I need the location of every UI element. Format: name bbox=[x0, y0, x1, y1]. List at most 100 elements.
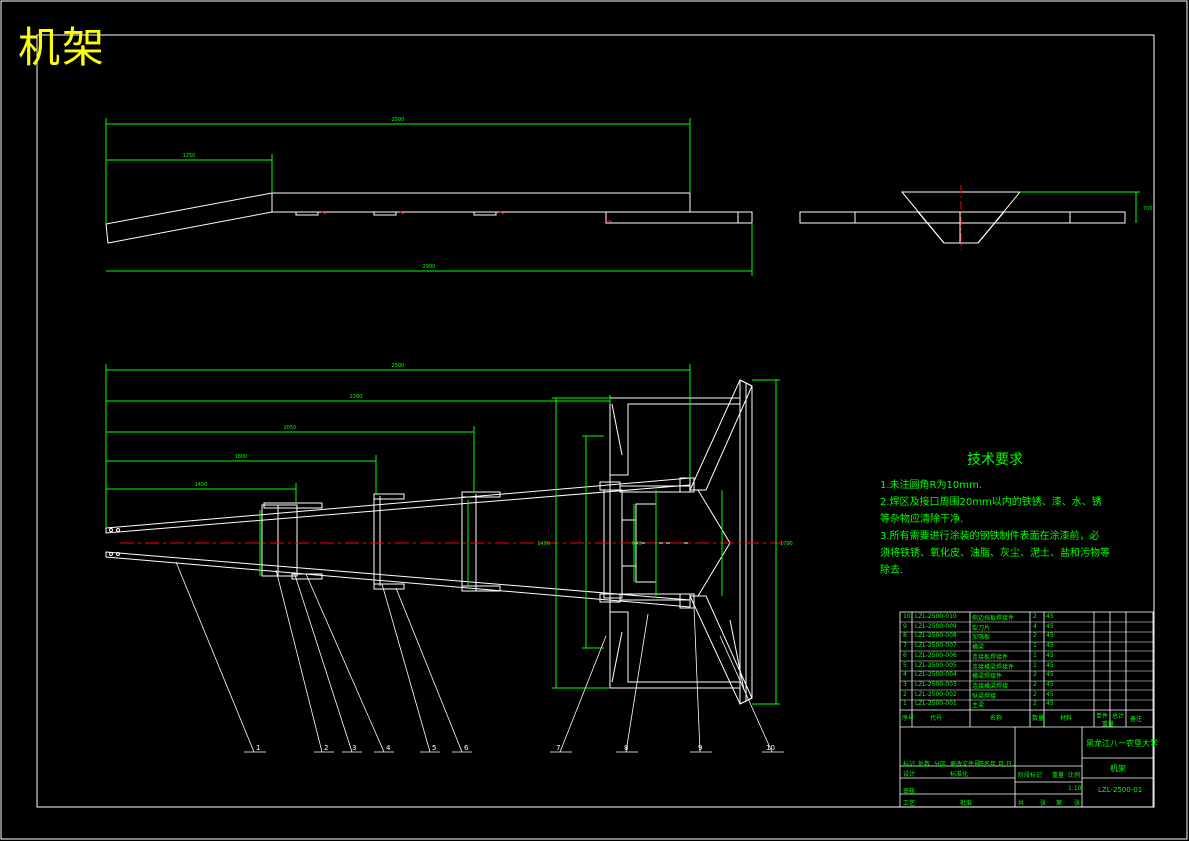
drawing-title: 机架 bbox=[18, 23, 107, 72]
bom-cell-qty: 2 bbox=[1033, 680, 1037, 688]
bom-cell-no: 10 bbox=[903, 613, 911, 620]
leader-lines bbox=[175, 561, 784, 753]
bom-cell-name: 连接横梁焊接件 bbox=[972, 663, 1015, 671]
plan-view bbox=[105, 379, 753, 705]
dim-plan-4: 1800 bbox=[235, 454, 248, 460]
bom-cell-qty: 2 bbox=[1033, 690, 1037, 698]
technical-requirements: 技术要求 1.未注圆角R为10mm. 2.焊区及接口周围20mm以内的铁锈、漆、… bbox=[880, 452, 1110, 579]
sig-sheet-unit-1: 张 bbox=[1040, 800, 1047, 807]
front-dimension bbox=[1020, 191, 1140, 223]
tech-line-5: 须将铁锈、氧化皮、油脂、灰尘、泥土、盐和污物等除去. bbox=[880, 548, 1110, 576]
bom-cell-qty: 2 bbox=[1033, 671, 1037, 679]
bom-cell-code: LZL-2500-006 bbox=[915, 651, 957, 659]
bom-cell-code: LZL-2500-001 bbox=[915, 700, 957, 708]
bom-header-weight: 重量 bbox=[1102, 721, 1115, 728]
sig-date: 年.月.日 bbox=[990, 761, 1012, 768]
part-label-2: 2 bbox=[324, 744, 328, 752]
bom-cell-no: 6 bbox=[903, 651, 907, 659]
bom-header-total: 总计 bbox=[1112, 713, 1125, 720]
sig-mark: 标记 bbox=[903, 761, 916, 768]
dim-front-height: 700 bbox=[1143, 206, 1153, 212]
part-label-8: 8 bbox=[624, 744, 628, 752]
part-label-7: 7 bbox=[556, 744, 560, 752]
bom-cell-code: LZL-2500-008 bbox=[915, 632, 957, 640]
bom-header-code: 代号 bbox=[930, 715, 943, 722]
bom-cell-material: 45 bbox=[1046, 661, 1054, 669]
bom-cell-name: 犁刀片 bbox=[972, 624, 991, 632]
bom-cell-material: 45 bbox=[1046, 622, 1054, 630]
tech-line-4: 3.所有需要进行涂装的钢铁制件表面在涂漆前，必 bbox=[880, 531, 1100, 542]
dim-elev-overall: 2500 bbox=[392, 117, 405, 123]
sig-count: 处数 bbox=[918, 761, 931, 768]
bom-cell-name: 连接板焊接件 bbox=[972, 653, 1009, 661]
dim-plan-3: 2050 bbox=[284, 425, 297, 431]
bom-cell-name: 连接横梁焊接 bbox=[972, 682, 1009, 690]
dim-plan-6: 600 bbox=[632, 541, 642, 547]
bom-cell-no: 5 bbox=[903, 661, 907, 669]
university-name: 黑龙江八一农垦大学 bbox=[1086, 739, 1158, 748]
scale-value: 1:10 bbox=[1068, 785, 1082, 792]
bom-cell-no: 3 bbox=[903, 680, 907, 688]
sig-weight: 重量 bbox=[1052, 772, 1065, 779]
bom-header-qty: 数量 bbox=[1032, 715, 1045, 722]
bom-cell-qty: 1 bbox=[1033, 651, 1037, 659]
bom-cell-material: 45 bbox=[1046, 613, 1054, 620]
sig-zone: 分区 bbox=[934, 761, 947, 768]
bom-cell-material: 45 bbox=[1046, 671, 1054, 679]
bom-cell-code: LZL-2500-010 bbox=[915, 613, 957, 620]
bom-rows bbox=[900, 621, 1153, 701]
bom-cell-material: 45 bbox=[1046, 700, 1054, 708]
bom-cell-code: LZL-2500-009 bbox=[915, 622, 957, 630]
bom-header-unit: 单件 bbox=[1096, 713, 1109, 720]
bom-cell-no: 7 bbox=[903, 642, 907, 650]
part-label-10: 10 bbox=[766, 744, 775, 752]
bom-cell-qty: 2 bbox=[1033, 613, 1037, 620]
bom-cell-name: 横梁焊接件 bbox=[972, 673, 1003, 681]
bom-cell-material: 45 bbox=[1046, 680, 1054, 688]
dim-elev-total: 2900 bbox=[423, 264, 436, 270]
part-label-1: 1 bbox=[256, 744, 260, 752]
dim-elev-slope: 1250 bbox=[183, 153, 196, 159]
bom-header-no: 序号 bbox=[902, 715, 915, 722]
sig-review: 审核 bbox=[903, 788, 916, 795]
part-label-4: 4 bbox=[386, 744, 391, 752]
plan-dimensions bbox=[105, 364, 780, 705]
sig-scale: 比例 bbox=[1068, 772, 1081, 779]
sig-change: 更改文件号 bbox=[950, 761, 981, 768]
bom-cell-qty: 2 bbox=[1033, 632, 1037, 640]
part-label-6: 6 bbox=[464, 744, 469, 752]
bom-cell-material: 45 bbox=[1046, 651, 1054, 659]
bom-cell-qty: 4 bbox=[1033, 622, 1037, 630]
elevation-view bbox=[105, 192, 753, 244]
bom-cell-code: LZL-2500-007 bbox=[915, 642, 957, 650]
bom-cell-code: LZL-2500-002 bbox=[915, 690, 957, 698]
bom-header-name: 名称 bbox=[990, 715, 1003, 722]
bom-cell-qty: 1 bbox=[1033, 661, 1037, 669]
part-label-5: 5 bbox=[432, 744, 436, 752]
bom-cell-material: 45 bbox=[1046, 642, 1054, 650]
bom-cell-name: 纵梁焊接 bbox=[972, 692, 997, 700]
drawing-number: LZL-2500-01 bbox=[1098, 786, 1143, 794]
dim-plan-7: 1400 bbox=[537, 541, 550, 547]
sig-approve: 批准 bbox=[960, 800, 973, 807]
elevation-dimensions bbox=[105, 118, 753, 276]
sig-sheet-unit-2: 张 bbox=[1074, 800, 1081, 807]
sig-standard: 标准化 bbox=[950, 771, 969, 778]
sig-sign: 签名 bbox=[978, 761, 991, 768]
bom-cell-material: 45 bbox=[1046, 690, 1054, 698]
sig-stage: 阶段标记 bbox=[1018, 772, 1043, 779]
tech-heading: 技术要求 bbox=[967, 452, 1023, 468]
bom-cell-name: 横梁 bbox=[972, 644, 985, 652]
bom-cell-no: 2 bbox=[903, 690, 907, 698]
bom-header-material: 材料 bbox=[1060, 715, 1073, 722]
title-block-grid bbox=[899, 611, 1154, 808]
dim-plan-5: 1450 bbox=[195, 482, 208, 488]
dim-plan-1: 2500 bbox=[392, 363, 405, 369]
bom-cell-no: 9 bbox=[903, 622, 907, 630]
bom-cell-name: 加强板 bbox=[972, 634, 991, 642]
bom-cell-qty: 2 bbox=[1033, 700, 1037, 708]
bom-cell-code: LZL-2500-005 bbox=[915, 661, 957, 669]
bom-cell-qty: 1 bbox=[1033, 642, 1037, 650]
bom-cell-code: LZL-2500-004 bbox=[915, 671, 957, 679]
